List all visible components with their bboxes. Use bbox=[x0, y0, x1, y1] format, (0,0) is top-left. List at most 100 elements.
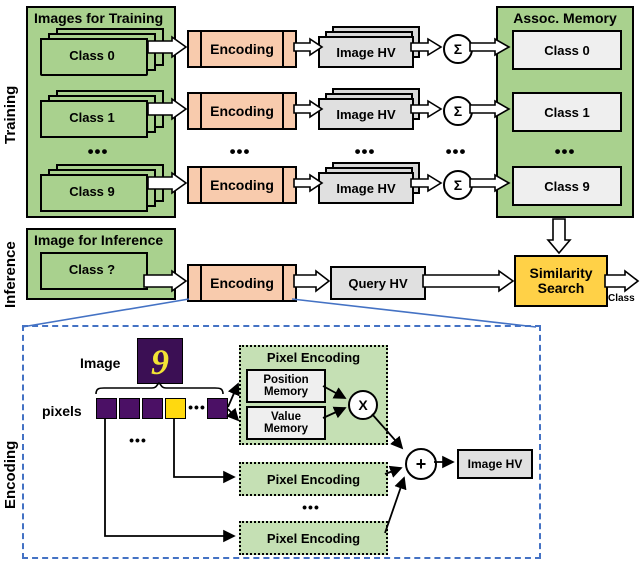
assoc-memory-entry-0[interactable]: Class 0 bbox=[512, 30, 622, 70]
class-label-1: Class 1 bbox=[69, 110, 115, 125]
query-card-sheet bbox=[40, 252, 148, 290]
encoding-detail-zoom-box bbox=[22, 325, 541, 559]
pixel-encoding-rows-ellipsis: ••• bbox=[302, 499, 320, 515]
stack-sheet-front bbox=[40, 38, 148, 76]
encoding-label: Encoding bbox=[210, 41, 274, 57]
position-memory-line-2: Memory bbox=[263, 386, 309, 398]
section-label-training: Training bbox=[2, 85, 19, 145]
process-bar-right bbox=[282, 266, 284, 300]
encoding-ellipsis: ••• bbox=[229, 142, 251, 161]
pixel-cell-n bbox=[207, 398, 228, 419]
pixel-encoding-row-2[interactable]: Pixel Encoding bbox=[239, 462, 388, 496]
assoc-memory-ellipsis: ••• bbox=[554, 142, 576, 161]
assoc-entry-label: Class 0 bbox=[544, 42, 590, 58]
position-memory-text: Position Memory bbox=[263, 374, 308, 398]
pixels-vertical-ellipsis: ••• bbox=[129, 432, 147, 448]
digit-text: 9 bbox=[151, 342, 169, 382]
encoding-label: Encoding bbox=[210, 103, 274, 119]
image-hv-label: Image HV bbox=[336, 180, 396, 196]
digit-glyph-svg: 9 bbox=[138, 339, 182, 383]
pixels-label: pixels bbox=[42, 403, 82, 419]
pixel-cell-1 bbox=[119, 398, 140, 419]
pixel-cell-2 bbox=[142, 398, 163, 419]
image-for-inference-title: Image for Inference bbox=[34, 232, 164, 248]
similarity-line-1: Similarity bbox=[529, 265, 593, 282]
output-class-label: Class bbox=[608, 293, 635, 304]
process-bar-left bbox=[200, 94, 202, 128]
encoding-block-9[interactable]: Encoding bbox=[187, 166, 297, 204]
similarity-line-2: Search bbox=[537, 280, 585, 296]
assoc-entry-label: Class 9 bbox=[544, 178, 590, 194]
stack-sheet-front bbox=[40, 174, 148, 212]
image-hv-ellipsis: ••• bbox=[354, 142, 376, 161]
image-hv-label: Image HV bbox=[336, 106, 396, 122]
image-hv-label: Image HV bbox=[467, 457, 523, 471]
encoding-block-1[interactable]: Encoding bbox=[187, 92, 297, 130]
assoc-memory-entry-9[interactable]: Class 9 bbox=[512, 166, 622, 206]
query-class-label: Class ? bbox=[68, 262, 116, 277]
position-memory-box[interactable]: Position Memory bbox=[246, 369, 326, 403]
encoding-image-hv-box[interactable]: Image HV bbox=[457, 449, 533, 479]
assoc-entry-label: Class 1 bbox=[544, 104, 590, 120]
images-for-training-title: Images for Training bbox=[34, 10, 164, 26]
encoding-block-0[interactable]: Encoding bbox=[187, 30, 297, 68]
value-memory-line-2: Memory bbox=[263, 423, 309, 435]
class-stack-9[interactable]: Class 9 bbox=[40, 164, 164, 216]
bind-symbol: X bbox=[358, 397, 368, 413]
arrow-memory-to-similarity bbox=[546, 218, 572, 255]
similarity-search-text: Similarity Search bbox=[529, 266, 592, 295]
image-hv-box[interactable]: Image HV bbox=[318, 98, 414, 130]
section-label-encoding: Encoding bbox=[2, 440, 19, 510]
encoding-label: Encoding bbox=[210, 275, 274, 291]
image-label: Image bbox=[80, 355, 121, 371]
pixel-encoding-row-label: Pixel Encoding bbox=[266, 530, 361, 546]
section-label-inference: Inference bbox=[2, 241, 19, 309]
image-hv-stack-1[interactable]: Image HV bbox=[318, 88, 430, 132]
value-memory-box[interactable]: Value Memory bbox=[246, 406, 326, 440]
pixel-cell-3 bbox=[165, 398, 186, 419]
query-class-card[interactable]: Class ? bbox=[40, 252, 148, 294]
pixel-encoding-row-label: Pixel Encoding bbox=[266, 471, 361, 487]
value-memory-line-1: Value bbox=[270, 410, 302, 423]
bundle-operator-circle: + bbox=[405, 448, 437, 480]
class-stack-1[interactable]: Class 1 bbox=[40, 90, 164, 142]
sigma-ellipsis: ••• bbox=[445, 142, 467, 161]
assoc-memory-entry-1[interactable]: Class 1 bbox=[512, 92, 622, 132]
sigma-symbol: Σ bbox=[453, 41, 463, 57]
sigma-symbol: Σ bbox=[453, 103, 463, 119]
value-memory-text: Value Memory bbox=[264, 411, 308, 435]
pixels-ellipsis: ••• bbox=[188, 399, 206, 415]
process-bar-right bbox=[282, 94, 284, 128]
similarity-search-box[interactable]: Similarity Search bbox=[514, 255, 608, 307]
training-classes-ellipsis: ••• bbox=[87, 142, 109, 161]
class-stack-0[interactable]: Class 0 bbox=[40, 28, 164, 80]
pixel-cell-0 bbox=[96, 398, 117, 419]
bundle-symbol: + bbox=[415, 453, 427, 474]
encoding-label: Encoding bbox=[210, 177, 274, 193]
process-bar-left bbox=[200, 32, 202, 66]
image-hv-box[interactable]: Image HV bbox=[318, 36, 414, 68]
bundle-sigma-0: Σ bbox=[443, 34, 473, 64]
class-label-9: Class 9 bbox=[69, 184, 115, 199]
bundle-sigma-1: Σ bbox=[443, 96, 473, 126]
pixel-encoding-title: Pixel Encoding bbox=[266, 350, 361, 365]
bind-operator-circle: X bbox=[348, 390, 378, 420]
process-bar-right bbox=[282, 32, 284, 66]
pixel-encoding-row-3[interactable]: Pixel Encoding bbox=[239, 521, 388, 555]
bundle-sigma-9: Σ bbox=[443, 170, 473, 200]
image-hv-label: Image HV bbox=[336, 44, 396, 60]
mnist-digit-thumbnail: 9 bbox=[137, 338, 183, 384]
stack-sheet-front bbox=[40, 100, 148, 138]
position-memory-line-1: Position bbox=[263, 373, 309, 386]
image-hv-stack-0[interactable]: Image HV bbox=[318, 26, 430, 70]
query-hv-label: Query HV bbox=[348, 275, 408, 291]
class-label-0: Class 0 bbox=[69, 48, 115, 63]
image-hv-box[interactable]: Image HV bbox=[318, 172, 414, 204]
image-hv-stack-9[interactable]: Image HV bbox=[318, 162, 430, 206]
query-hv-box[interactable]: Query HV bbox=[330, 266, 426, 300]
encoding-block-inference[interactable]: Encoding bbox=[187, 264, 297, 302]
sigma-symbol: Σ bbox=[453, 177, 463, 193]
zoom-connector-lines bbox=[21, 298, 537, 328]
process-bar-left bbox=[200, 168, 202, 202]
